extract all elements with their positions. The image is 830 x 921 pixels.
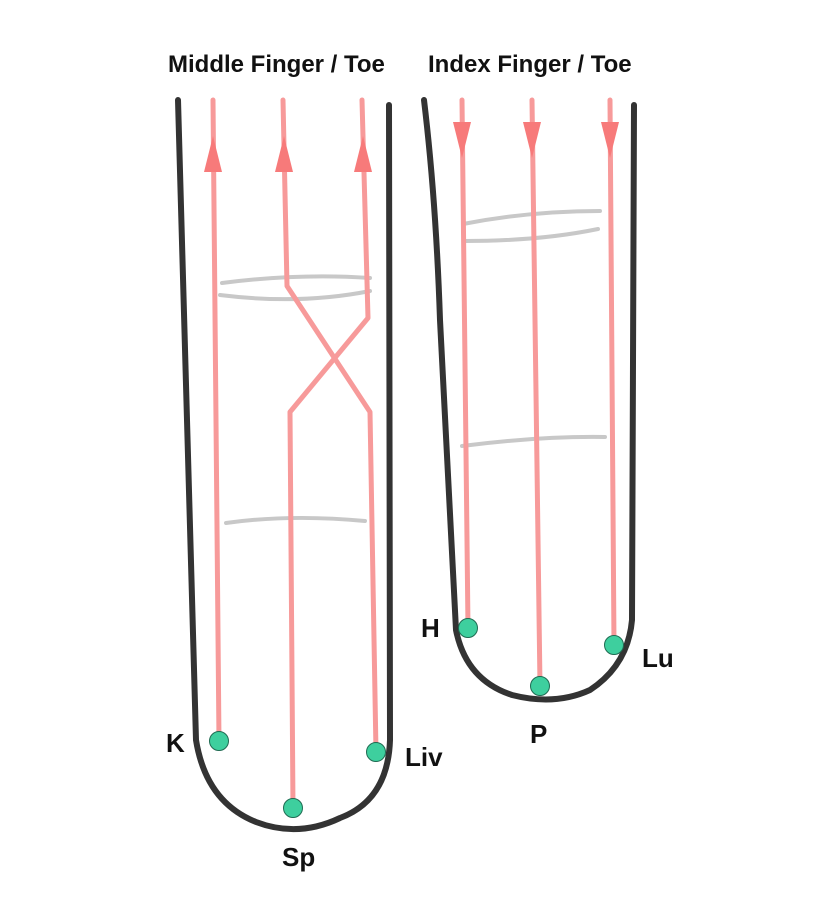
channel-line-liv: [280, 97, 379, 755]
arrow-down-icon: [601, 122, 619, 158]
point-liv[interactable]: [366, 742, 386, 762]
channel-line-h: [459, 97, 471, 631]
channel-line-lu: [607, 97, 617, 648]
point-label-liv: Liv: [405, 742, 443, 772]
point-label-lu: Lu: [642, 643, 674, 673]
index-finger-points: [458, 618, 624, 696]
crease-line: [461, 209, 602, 226]
middle-finger-points: [209, 731, 386, 818]
arrow-down-icon: [453, 122, 471, 158]
crease-line: [224, 515, 367, 525]
point-sp[interactable]: [283, 798, 303, 818]
arrow-up-icon: [354, 136, 372, 172]
channel-line-sp: [287, 97, 371, 811]
point-k[interactable]: [209, 731, 229, 751]
middle-finger-creases: [218, 274, 372, 525]
channel-line-p: [529, 97, 543, 689]
point-label-sp: Sp: [282, 842, 315, 872]
arrow-down-icon: [523, 122, 541, 158]
channel-line-k: [210, 97, 222, 744]
point-label-k: K: [166, 728, 185, 758]
point-label-p: P: [530, 719, 547, 749]
middle-finger-arrows: [204, 136, 372, 172]
middle-finger-title: Middle Finger / Toe: [168, 51, 385, 78]
point-p[interactable]: [530, 676, 550, 696]
point-h[interactable]: [458, 618, 478, 638]
arrow-up-icon: [204, 136, 222, 172]
crease-line: [220, 274, 372, 285]
index-finger-outline: [421, 97, 637, 703]
index-finger-panel: H P Lu: [421, 97, 674, 749]
point-label-h: H: [421, 613, 440, 643]
index-finger-channels: [459, 97, 617, 689]
middle-finger-panel: K Sp Liv: [166, 97, 443, 872]
index-finger-title: Index Finger / Toe: [428, 51, 632, 78]
arrow-up-icon: [275, 136, 293, 172]
middle-finger-outline: [175, 97, 393, 833]
middle-finger-channels: [210, 97, 379, 811]
index-finger-arrows: [453, 122, 619, 158]
crease-line: [460, 434, 607, 448]
point-lu[interactable]: [604, 635, 624, 655]
